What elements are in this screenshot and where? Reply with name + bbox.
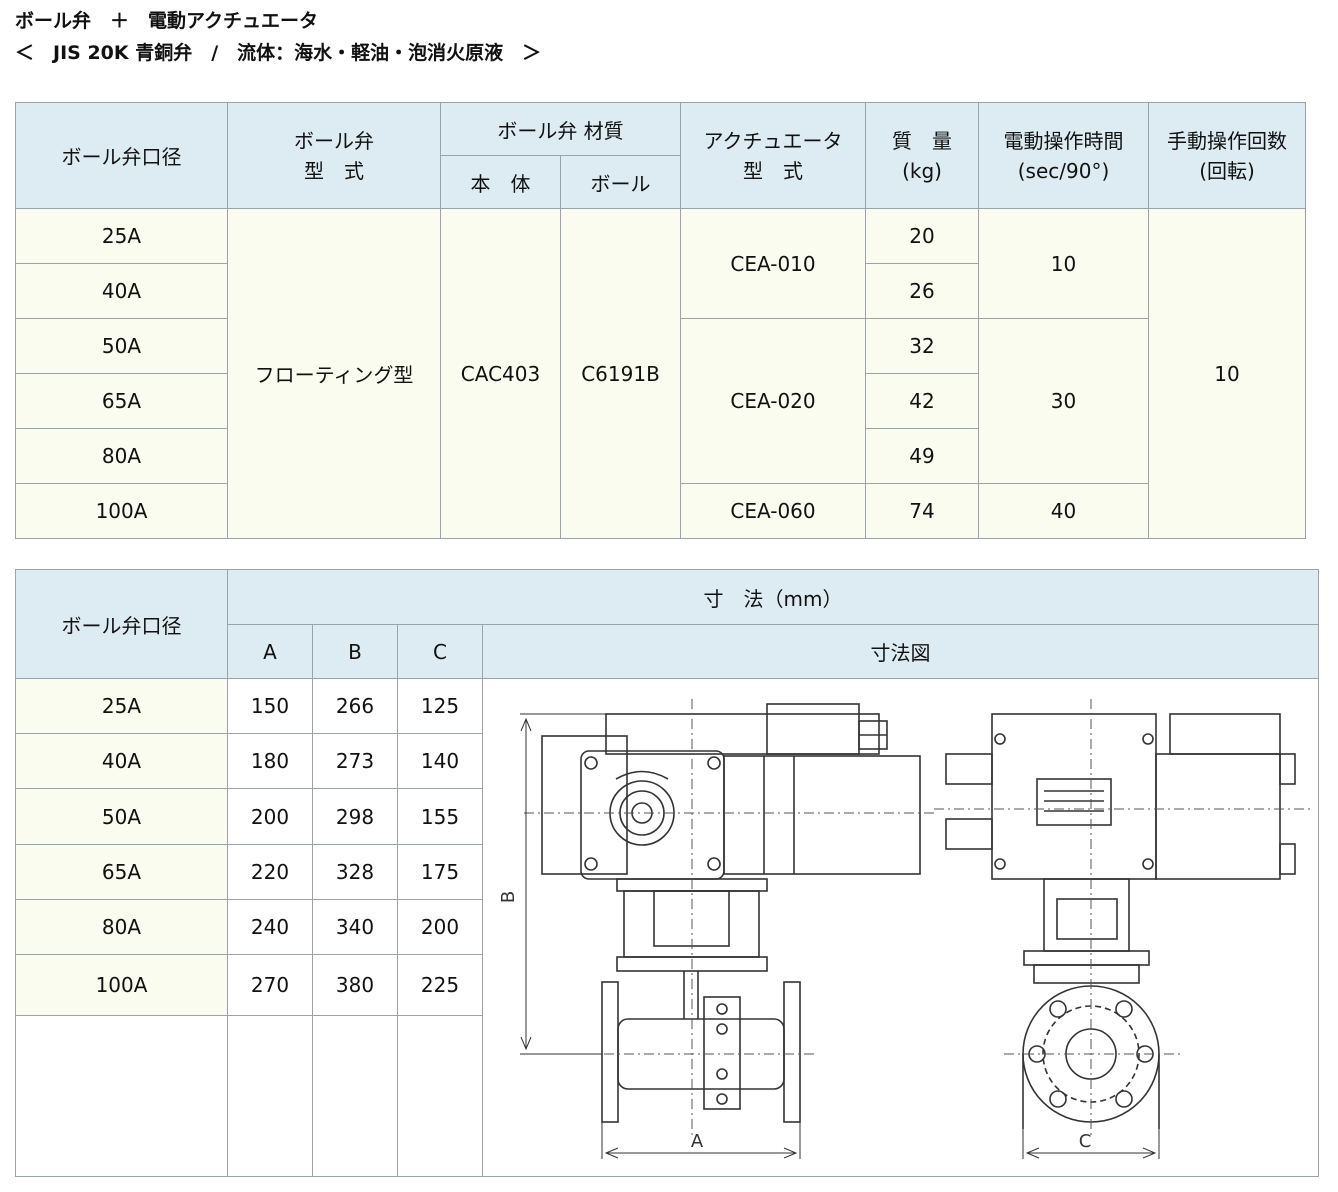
op-time-cell: 40: [978, 483, 1150, 539]
dim-c-cell: 125: [397, 677, 483, 735]
drawing-label-a: A: [690, 1131, 703, 1152]
header-valve-size: ボール弁口径: [15, 102, 228, 209]
empty-cell: [397, 1015, 483, 1177]
header-operation-time: 電動操作時間 (sec/90°): [978, 102, 1150, 209]
header-manual-line1: 手動操作回数: [1167, 128, 1288, 153]
dim-b-cell: 340: [312, 898, 398, 956]
header-material: ボール弁 材質: [439, 102, 682, 156]
valve-dimension-drawing: A C B: [498, 699, 1314, 1159]
dimension-table: ボール弁口径 寸 法（mm） A B C 寸法図 25A 150 266 125: [15, 569, 1320, 1177]
dim-c-cell: 200: [397, 898, 483, 956]
header-actuator-line1: アクチュエータ: [703, 128, 843, 153]
header-manual-turns: 手動操作回数 (回転): [1148, 102, 1307, 209]
op-time-cell: 30: [978, 318, 1150, 484]
actuator-cell: CEA-060: [680, 483, 867, 539]
mass-cell: 49: [865, 428, 980, 484]
dim-size-cell: 65A: [15, 843, 228, 900]
dim-a-cell: 240: [227, 898, 313, 956]
mass-cell: 74: [865, 483, 980, 539]
actuator-cell: CEA-020: [680, 318, 867, 484]
dim-size-cell: 100A: [15, 954, 228, 1017]
dim-size-cell: 50A: [15, 788, 228, 845]
dim-b-cell: 328: [312, 843, 398, 900]
header-actuator-line2: 型 式: [743, 158, 804, 183]
dim-size-cell: 40A: [15, 733, 228, 790]
header-mass: 質 量 (kg): [865, 102, 980, 209]
spec-table: ボール弁口径 ボール弁 型 式 ボール弁 材質 アクチュエータ 型 式 質 量 …: [15, 102, 1307, 539]
size-cell: 80A: [15, 428, 228, 484]
mass-cell: 26: [865, 263, 980, 319]
empty-cell: [227, 1015, 313, 1177]
dim-a-cell: 150: [227, 677, 313, 735]
dim-b-cell: 380: [312, 954, 398, 1017]
dim-c-cell: 225: [397, 954, 483, 1017]
page-subtitle: ＜ JIS 20K 青銅弁 / 流体：海水・軽油・泡消火原液 ＞: [15, 42, 542, 64]
dim-a-cell: 270: [227, 954, 313, 1017]
header-op-time-line1: 電動操作時間: [1003, 128, 1124, 153]
header-mass-line1: 質 量: [892, 128, 953, 153]
header-dimensions: 寸 法（mm）: [226, 569, 1320, 625]
header-dim-c: C: [397, 624, 483, 679]
dim-b-cell: 273: [312, 733, 398, 790]
dim-a-cell: 220: [227, 843, 313, 900]
dim-c-cell: 175: [397, 843, 483, 900]
dim-c-cell: 155: [397, 788, 483, 845]
op-time-cell: 10: [978, 208, 1150, 319]
header-valve-type-line1: ボール弁: [294, 128, 374, 153]
empty-cell: [312, 1015, 398, 1177]
header-material-body: 本 体: [440, 155, 561, 209]
header-dim-a: A: [227, 624, 313, 679]
dim-a-cell: 180: [227, 733, 313, 790]
dim-a-cell: 200: [227, 788, 313, 845]
header-manual-line2: (回転): [1199, 158, 1255, 183]
dim-size-cell: 80A: [15, 898, 228, 956]
header-dim-b: B: [312, 624, 398, 679]
empty-cell: [15, 1015, 228, 1177]
page-title: ボール弁 ＋ 電動アクチュエータ: [15, 10, 319, 32]
mass-cell: 42: [865, 373, 980, 429]
mass-cell: 20: [865, 208, 980, 264]
header-material-ball: ボール: [559, 155, 682, 209]
actuator-cell: CEA-010: [680, 208, 867, 319]
header-actuator-type: アクチュエータ 型 式: [680, 102, 867, 209]
size-cell: 100A: [15, 483, 228, 539]
dim-size-cell: 25A: [15, 677, 228, 735]
size-cell: 25A: [15, 208, 228, 264]
drawing-label-b: B: [498, 891, 519, 903]
header-dim-valve-size: ボール弁口径: [15, 569, 228, 679]
header-drawing: 寸法図: [481, 624, 1320, 679]
size-cell: 40A: [15, 263, 228, 319]
header-mass-line2: (kg): [902, 158, 942, 183]
valve-type-cell: フローティング型: [227, 208, 441, 539]
mass-cell: 32: [865, 318, 980, 374]
dim-b-cell: 298: [312, 788, 398, 845]
drawing-label-c: C: [1078, 1131, 1091, 1152]
body-material-cell: CAC403: [440, 208, 561, 539]
ball-material-cell: C6191B: [559, 208, 682, 539]
header-op-time-line2: (sec/90°): [1017, 158, 1110, 183]
size-cell: 50A: [15, 318, 228, 374]
header-valve-type: ボール弁 型 式: [227, 102, 441, 209]
dim-c-cell: 140: [397, 733, 483, 790]
dimension-drawing-cell: A C B: [481, 678, 1320, 1177]
header-valve-type-line2: 型 式: [304, 158, 364, 183]
manual-turns-cell: 10: [1148, 208, 1307, 539]
size-cell: 65A: [15, 373, 228, 429]
dim-b-cell: 266: [312, 677, 398, 735]
